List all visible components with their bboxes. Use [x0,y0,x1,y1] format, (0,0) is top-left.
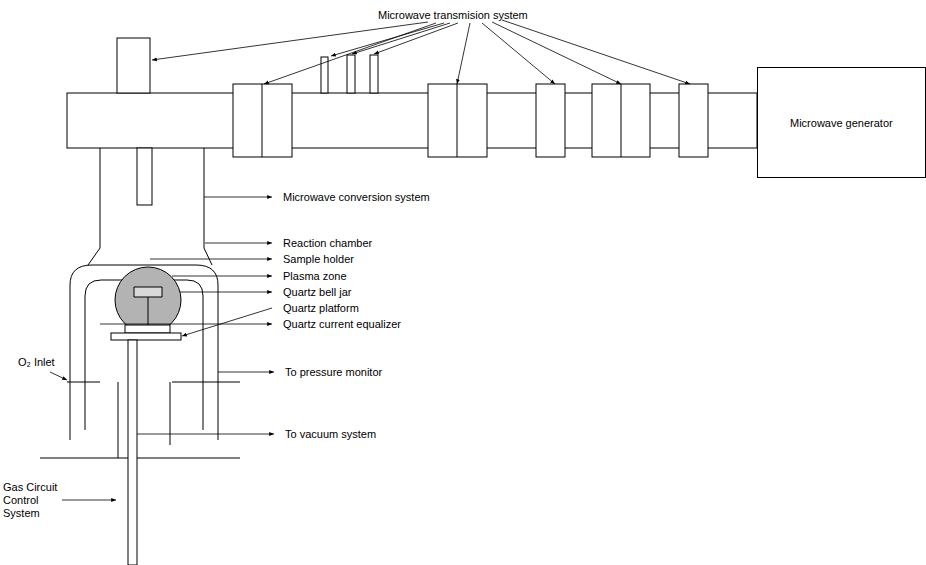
waveguide [67,38,757,205]
part-label: Quartz current equalizer [283,318,401,331]
box-text: Microwave generator [790,117,893,129]
title-label: Microwave transmision system [378,9,528,22]
bell-jar [115,267,181,333]
sample-holder [111,287,181,340]
part-label: Quartz platform [283,302,359,315]
gas-lines [40,340,240,565]
reaction-chamber [70,148,218,440]
part-label: Quartz bell jar [283,286,351,299]
part-label: Gas Circuit Control System [3,481,59,520]
part-label: Reaction chamber [283,237,372,250]
generator-box: Microwave generator [757,67,926,178]
part-label: To pressure monitor [285,366,382,379]
part-label: Microwave conversion system [283,191,430,204]
part-label: Plasma zone [283,270,347,283]
part-label: O₂ Inlet [18,356,55,369]
leader-lines [50,20,690,500]
part-label: To vacuum system [285,428,376,441]
part-label: Sample holder [283,253,354,266]
